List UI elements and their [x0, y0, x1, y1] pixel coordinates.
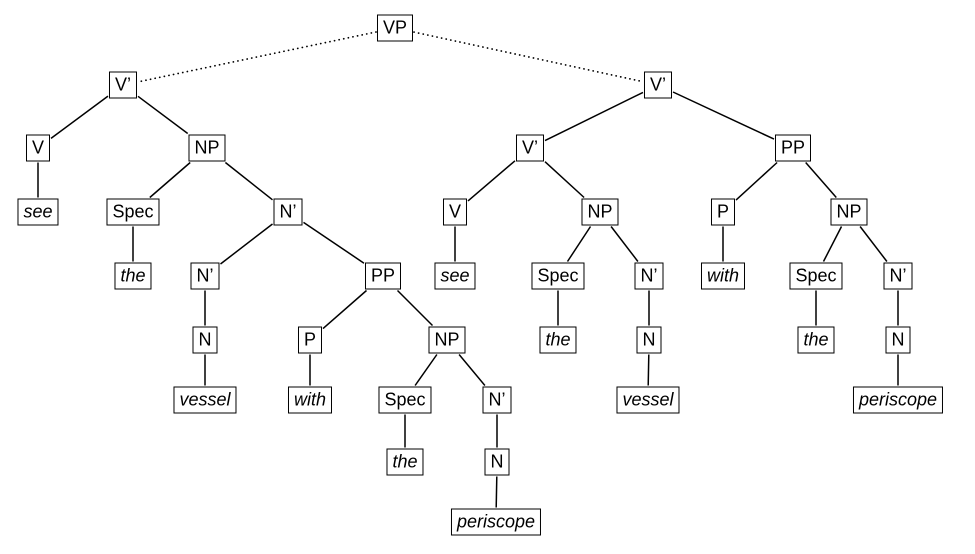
tree-edge-l-np2--l-spec2: [414, 354, 438, 386]
tree-node-l-see: see: [17, 198, 59, 226]
tree-edge-l-n2--l-periscope: [495, 476, 498, 508]
tree-node-l-vbar-top: V’: [108, 71, 138, 99]
tree-node-r-p: P: [710, 198, 736, 226]
tree-node-l-np2: NP: [428, 326, 466, 354]
tree-node-l-periscope: periscope: [450, 508, 542, 536]
tree-node-l-p: P: [297, 326, 323, 354]
tree-node-r-vbar-top: V’: [643, 71, 673, 99]
tree-edge-r-np1--r-nbar1: [610, 226, 639, 262]
tree-edge-l-np2--l-nbar3: [458, 354, 486, 386]
tree-node-r-see: see: [434, 262, 476, 290]
tree-edge-r-vbar-top--r-pp: [672, 91, 775, 140]
tree-edge-r-np2--r-spec2: [822, 226, 843, 262]
tree-node-r-n1: N: [636, 326, 662, 354]
tree-node-r-np1: NP: [581, 198, 619, 226]
tree-node-r-periscope: periscope: [852, 386, 944, 414]
tree-edge-l-nbar1--l-nbar2: [220, 223, 273, 265]
tree-edge-l-nbar1--l-pp: [303, 221, 365, 264]
tree-node-r-nbar2: N’: [883, 262, 913, 290]
tree-edge-l-vbar-top--l-np1: [137, 95, 189, 135]
tree-node-l-pp: PP: [364, 262, 402, 290]
tree-edge-r-pp--r-np2: [805, 162, 837, 198]
tree-node-r-vessel: vessel: [616, 386, 680, 414]
tree-node-l-the1: the: [114, 262, 152, 290]
tree-node-l-spec1: Spec: [106, 198, 160, 226]
tree-node-l-v: V: [25, 134, 51, 162]
tree-node-vp: VP: [376, 14, 414, 42]
tree-node-l-nbar2: N’: [190, 262, 220, 290]
tree-edge-vp--r-vbar-top: [413, 31, 644, 83]
tree-edge-r-vbar2--r-np1: [544, 161, 585, 199]
tree-node-r-spec2: Spec: [789, 262, 843, 290]
tree-node-l-vessel: vessel: [173, 386, 237, 414]
tree-edge-r-np2--r-nbar2: [859, 226, 888, 262]
tree-node-r-the1: the: [539, 326, 577, 354]
tree-node-r-vbar2: V’: [515, 134, 545, 162]
tree-edge-r-n1--r-vessel: [647, 354, 650, 386]
tree-node-l-n1: N: [192, 326, 218, 354]
tree-node-l-n2: N: [484, 448, 510, 476]
tree-node-r-with: with: [700, 262, 746, 290]
tree-node-l-the2: the: [386, 448, 424, 476]
tree-edge-l-vbar-top--l-v: [50, 95, 109, 140]
tree-edge-l-np1--l-nbar1: [224, 161, 273, 201]
tree-edge-r-vbar2--r-v: [467, 160, 516, 202]
tree-edge-l-pp--l-np2: [396, 289, 434, 327]
tree-node-l-with: with: [287, 386, 333, 414]
tree-node-r-n2: N: [885, 326, 911, 354]
tree-node-r-spec1: Spec: [531, 262, 585, 290]
tree-edge-vp--l-vbar-top: [137, 31, 377, 83]
tree-node-r-nbar1: N’: [634, 262, 664, 290]
tree-node-r-v: V: [442, 198, 468, 226]
tree-node-l-np1: NP: [188, 134, 226, 162]
tree-node-r-pp: PP: [774, 134, 812, 162]
tree-edge-l-pp--l-p: [322, 289, 367, 330]
tree-node-l-nbar3: N’: [482, 386, 512, 414]
tree-node-l-nbar1: N’: [273, 198, 303, 226]
tree-node-r-np2: NP: [830, 198, 868, 226]
tree-edge-r-pp--r-p: [735, 161, 778, 201]
tree-edge-r-np1--r-spec1: [566, 226, 592, 262]
tree-edge-l-np1--l-spec1: [149, 161, 191, 199]
tree-node-l-spec2: Spec: [378, 386, 432, 414]
tree-node-r-the2: the: [797, 326, 835, 354]
tree-edge-r-vbar-top--r-vbar2: [544, 91, 644, 142]
